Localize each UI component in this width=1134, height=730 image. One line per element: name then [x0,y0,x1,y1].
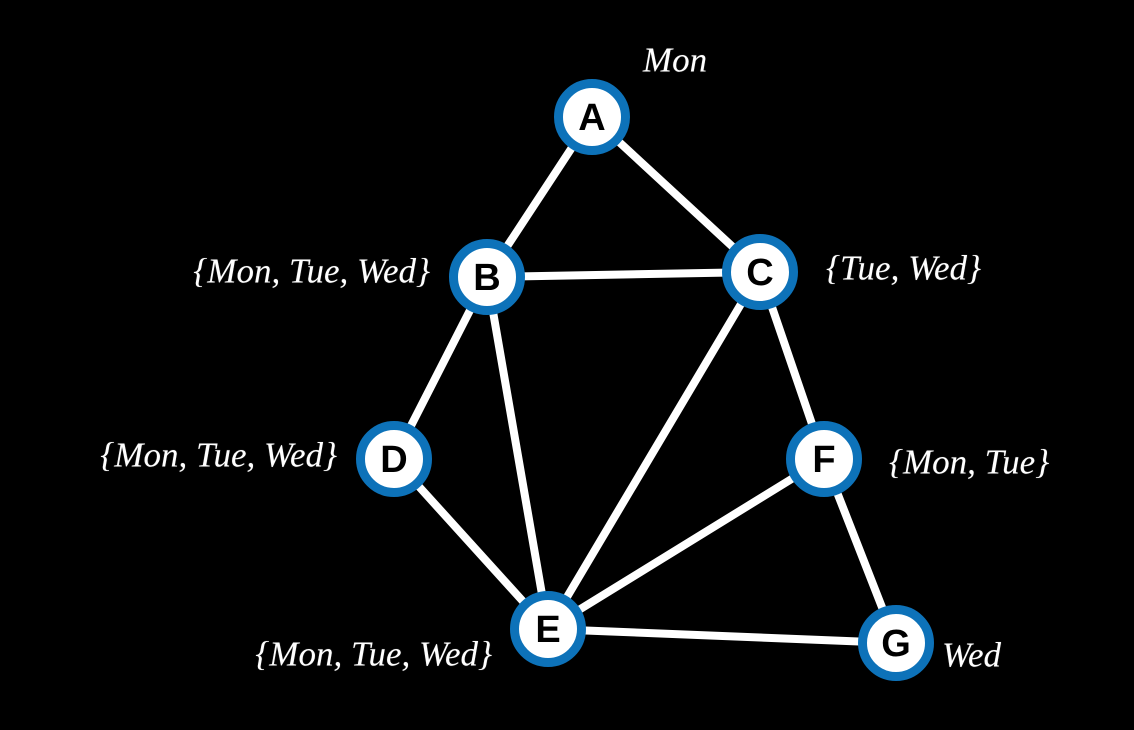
graph-edge-b-c [483,268,764,281]
graph-node-g[interactable]: G [858,605,934,681]
node-label-b: B [473,257,500,299]
node-layer: A B C D F E G [356,79,934,681]
node-circle-e [510,591,586,667]
node-circle-c [722,234,798,310]
node-label-g: G [881,623,911,665]
domain-label-b: {Mon, Tue, Wed} [193,251,430,291]
node-circle-d [356,421,432,497]
graph-node-a[interactable]: A [554,79,630,155]
node-label-f: F [812,439,835,481]
node-label-e: E [535,609,560,651]
node-circle-a [554,79,630,155]
domain-label-c: {Tue, Wed} [826,248,982,288]
graph-edge-d-e [390,455,552,633]
edge-layer [390,113,900,647]
node-circle-b [449,239,525,315]
graph-edge-e-f [544,455,828,633]
graph-node-e[interactable]: E [510,591,586,667]
graph-node-d[interactable]: D [356,421,432,497]
domain-label-f: {Mon, Tue} [889,442,1050,482]
node-label-c: C [746,252,773,294]
node-circle-f [786,421,862,497]
domain-label-g: Wed [942,635,1001,675]
domain-label-e: {Mon, Tue, Wed} [255,634,492,674]
domain-label-a: Mon [642,40,708,80]
graph-edge-b-e [483,273,552,633]
node-label-d: D [380,439,407,481]
graph-node-f[interactable]: F [786,421,862,497]
graph-node-c[interactable]: C [722,234,798,310]
domain-label-d: {Mon, Tue, Wed} [100,435,337,475]
graph-node-b[interactable]: B [449,239,525,315]
graph-edge-a-c [588,113,764,276]
node-circle-g [858,605,934,681]
node-label-a: A [578,97,605,139]
graph-edge-c-e [544,268,764,633]
graph-edge-e-g [544,625,900,647]
